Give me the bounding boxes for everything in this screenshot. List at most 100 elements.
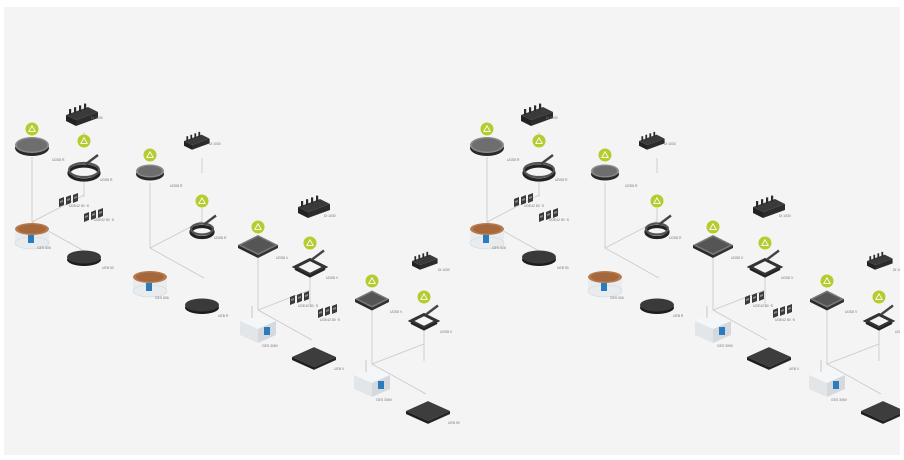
connector-line xyxy=(371,343,425,365)
round-lid xyxy=(15,137,49,156)
warning-triangle-icon xyxy=(598,148,612,162)
round-frame-ring xyxy=(522,154,556,182)
clips-label: UDE42 80 ·S xyxy=(524,204,545,208)
cable-insert-block xyxy=(298,195,330,218)
warning-triangle-icon xyxy=(303,236,317,250)
lid-label: UDS8 V xyxy=(731,256,744,260)
lid-label: UDS8 R xyxy=(170,184,183,188)
cover-label: UEB 90 xyxy=(102,266,114,270)
round-cover xyxy=(185,298,219,314)
square-frame xyxy=(746,249,784,278)
cable-insert-block xyxy=(639,131,665,150)
clips2-label: UDE42 80 ·S xyxy=(775,318,796,322)
mounting-clips xyxy=(290,291,309,305)
insert-label: Di 1030 xyxy=(91,116,103,120)
mounting-clips xyxy=(773,304,792,318)
cover-label: UEB V xyxy=(789,367,800,371)
warning-triangle-icon xyxy=(25,122,39,136)
round-floor-box xyxy=(587,271,623,298)
mounting-clips xyxy=(514,193,533,207)
square-frame xyxy=(407,304,441,331)
round-cover xyxy=(522,250,556,266)
round-lid xyxy=(591,164,619,181)
connector-line xyxy=(826,343,880,365)
round-floor-box xyxy=(14,223,50,250)
warning-triangle-icon xyxy=(77,134,91,148)
mounting-clips xyxy=(84,208,103,222)
warning-triangle-icon xyxy=(195,194,209,208)
box-label: GES 606 xyxy=(155,296,169,300)
clips-label: UDE42 80 ·S xyxy=(753,304,774,308)
lid-label: UDS8 V xyxy=(845,310,858,314)
cover-plate xyxy=(406,401,450,424)
frame-label: UDS8 V xyxy=(781,276,794,280)
cover-plate xyxy=(292,347,336,370)
square-frame xyxy=(862,304,896,331)
warning-triangle-icon xyxy=(143,148,157,162)
cable-insert-block xyxy=(184,131,210,150)
cover-label: UEB R xyxy=(218,314,229,318)
cover-label: UEB V xyxy=(334,367,345,371)
lid-label: UDS8 V xyxy=(276,256,289,260)
cable-insert-block xyxy=(66,103,98,126)
box-label: GES 306V xyxy=(717,344,734,348)
round-floor-box xyxy=(469,223,505,250)
square-frame xyxy=(291,249,329,278)
square-floor-box xyxy=(809,360,845,397)
cable-insert-block xyxy=(753,195,785,218)
clips2-label: UDE42 80 ·S xyxy=(94,218,115,222)
insert-label: Di 1030 xyxy=(324,214,336,218)
cover-label: UEB 90 xyxy=(448,421,460,425)
clips-label: UDE42 80 ·S xyxy=(298,304,319,308)
box-label: GES 306V xyxy=(376,398,393,402)
cover-plate xyxy=(861,401,904,424)
round-frame-ring xyxy=(189,214,217,240)
insert-label: Di 1030 xyxy=(893,268,900,272)
cover-plate xyxy=(747,347,791,370)
mounting-clips xyxy=(59,193,78,207)
connector-line xyxy=(604,183,660,279)
frame-label: UDS8 V xyxy=(440,330,453,334)
cover-label: UEB R xyxy=(673,314,684,318)
warning-triangle-icon xyxy=(820,274,834,288)
cover-label: UEB 90 xyxy=(557,266,569,270)
warning-triangle-icon xyxy=(480,122,494,136)
connector-line xyxy=(149,183,205,279)
insert-label: Di 1030 xyxy=(209,142,221,146)
cable-insert-block xyxy=(412,251,438,270)
insert-label: Di 1030 xyxy=(779,214,791,218)
round-cover xyxy=(640,298,674,314)
lid-label: UDS8 R xyxy=(625,184,638,188)
mounting-clips xyxy=(318,304,337,318)
warning-triangle-icon xyxy=(532,134,546,148)
square-lid xyxy=(693,235,733,258)
box-label: GES 606 xyxy=(492,246,506,250)
box-label: GES 306V xyxy=(262,344,279,348)
insert-label: Di 1030 xyxy=(664,142,676,146)
clips2-label: UDE42 80 ·S xyxy=(549,218,570,222)
square-lid xyxy=(238,235,278,258)
square-lid xyxy=(355,290,389,311)
round-floor-box xyxy=(132,271,168,298)
cable-insert-block xyxy=(521,103,553,126)
warning-triangle-icon xyxy=(706,220,720,234)
box-label: GES 306V xyxy=(831,398,848,402)
mounting-clips xyxy=(745,291,764,305)
square-floor-box xyxy=(240,306,276,343)
box-label: GES 606 xyxy=(37,246,51,250)
clips-label: UDE42 80 ·S xyxy=(69,204,90,208)
frame-label: UDS8 R xyxy=(214,236,227,240)
frame-label: UDS8 R xyxy=(100,178,113,182)
round-lid xyxy=(470,137,504,156)
frame-label: UDS8 R xyxy=(555,178,568,182)
insert-label: Di 1030 xyxy=(546,116,558,120)
square-floor-box xyxy=(354,360,390,397)
